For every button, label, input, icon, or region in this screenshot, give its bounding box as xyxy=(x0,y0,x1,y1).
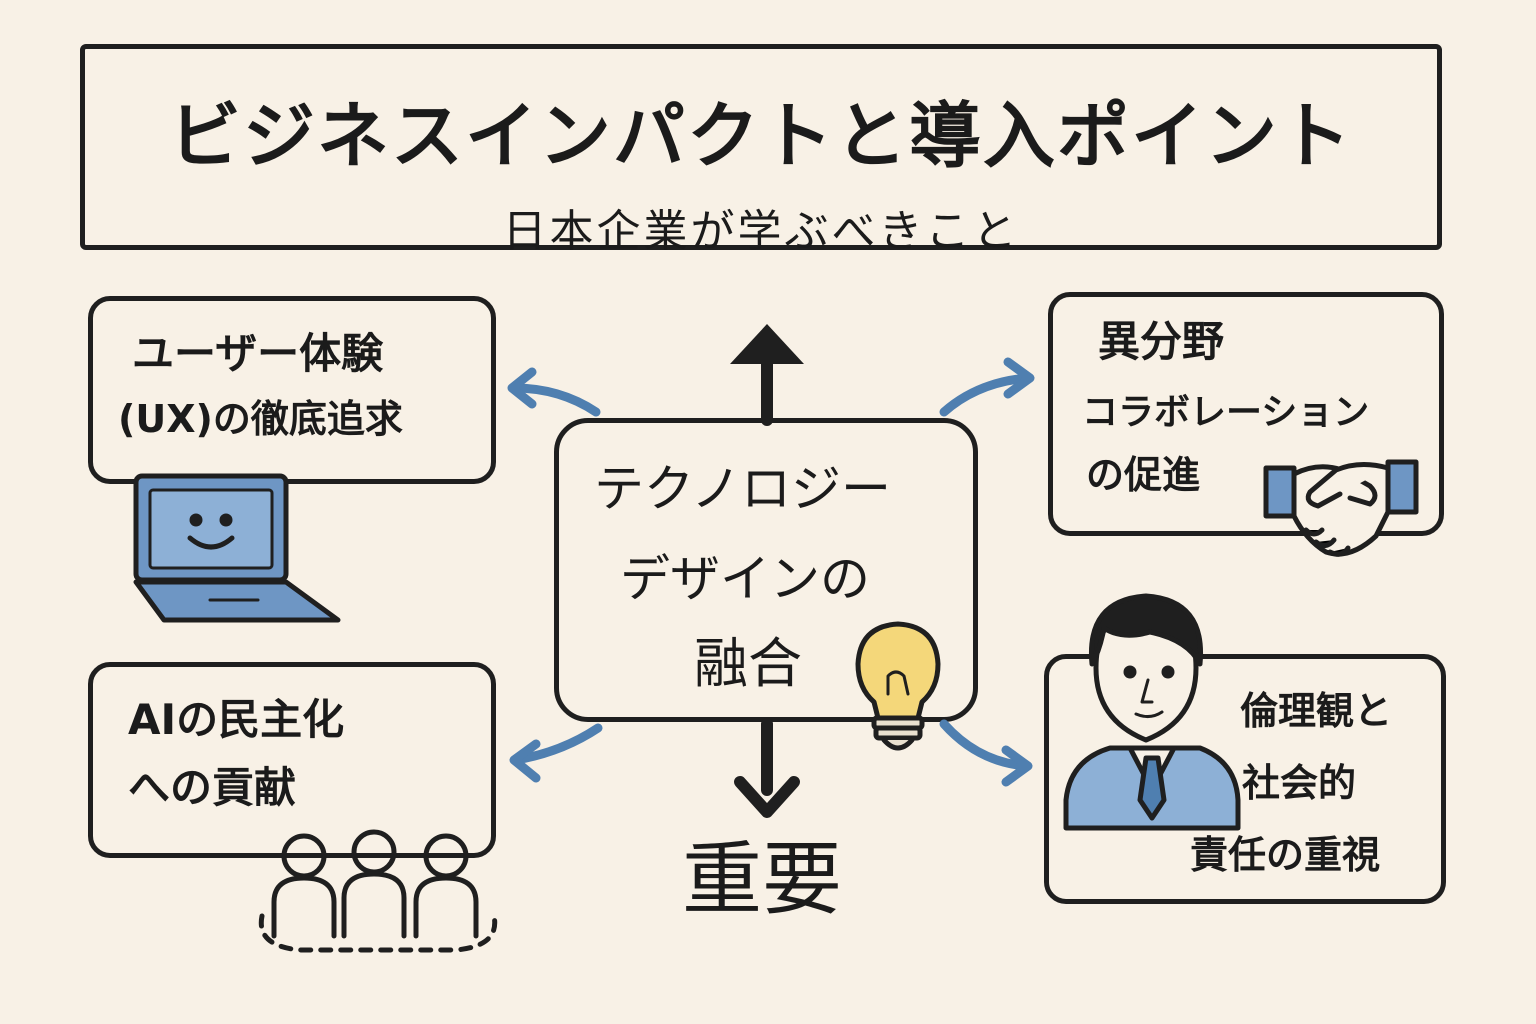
center-line1: テクノロジー xyxy=(594,460,891,518)
node-collab-line2: コラボレーション xyxy=(1082,392,1370,433)
page-subtitle: 日本企業が学ぶべきこと xyxy=(502,206,1020,257)
node-ux-line1: ユーザー体験 xyxy=(132,329,384,378)
important-label: 重要 xyxy=(682,833,842,926)
arrow-up-icon xyxy=(730,324,804,426)
node-ai-box xyxy=(88,662,496,858)
node-collab-line1: 異分野 xyxy=(1098,317,1225,366)
people-group-icon xyxy=(258,829,498,953)
businessman-icon xyxy=(1063,593,1241,831)
node-ai-line1: AIの民主化 xyxy=(128,695,345,744)
node-collab-box xyxy=(1048,292,1444,536)
node-ethics-line1: 倫理観と xyxy=(1240,689,1393,733)
center-line2: デザインの xyxy=(620,550,870,608)
arrow-to-ux xyxy=(509,383,601,417)
node-ethics-line3: 責任の重視 xyxy=(1190,833,1381,877)
center-line3: 融合 xyxy=(694,632,802,695)
title-box: ビジネスインパクトと導入ポイント 日本企業が学ぶべきこと xyxy=(80,44,1442,257)
node-ux-line2: (UX)の徹底追求 xyxy=(118,397,403,441)
node-ethics-line2: 社会的 xyxy=(1242,761,1357,805)
node-ai-line2: への貢献 xyxy=(128,763,297,812)
node-collab-line3: の促進 xyxy=(1086,453,1201,497)
lightbulb-icon xyxy=(855,621,941,751)
arrow-to-ai xyxy=(511,723,603,765)
arrow-to-collab xyxy=(939,373,1033,417)
laptop-smile-icon xyxy=(133,473,341,623)
arrow-down-icon xyxy=(734,718,800,818)
arrow-to-ethics xyxy=(939,719,1031,771)
node-ux-box xyxy=(88,296,496,484)
handshake-icon xyxy=(1263,459,1419,557)
page-title: ビジネスインパクトと導入ポイント xyxy=(168,94,1353,178)
